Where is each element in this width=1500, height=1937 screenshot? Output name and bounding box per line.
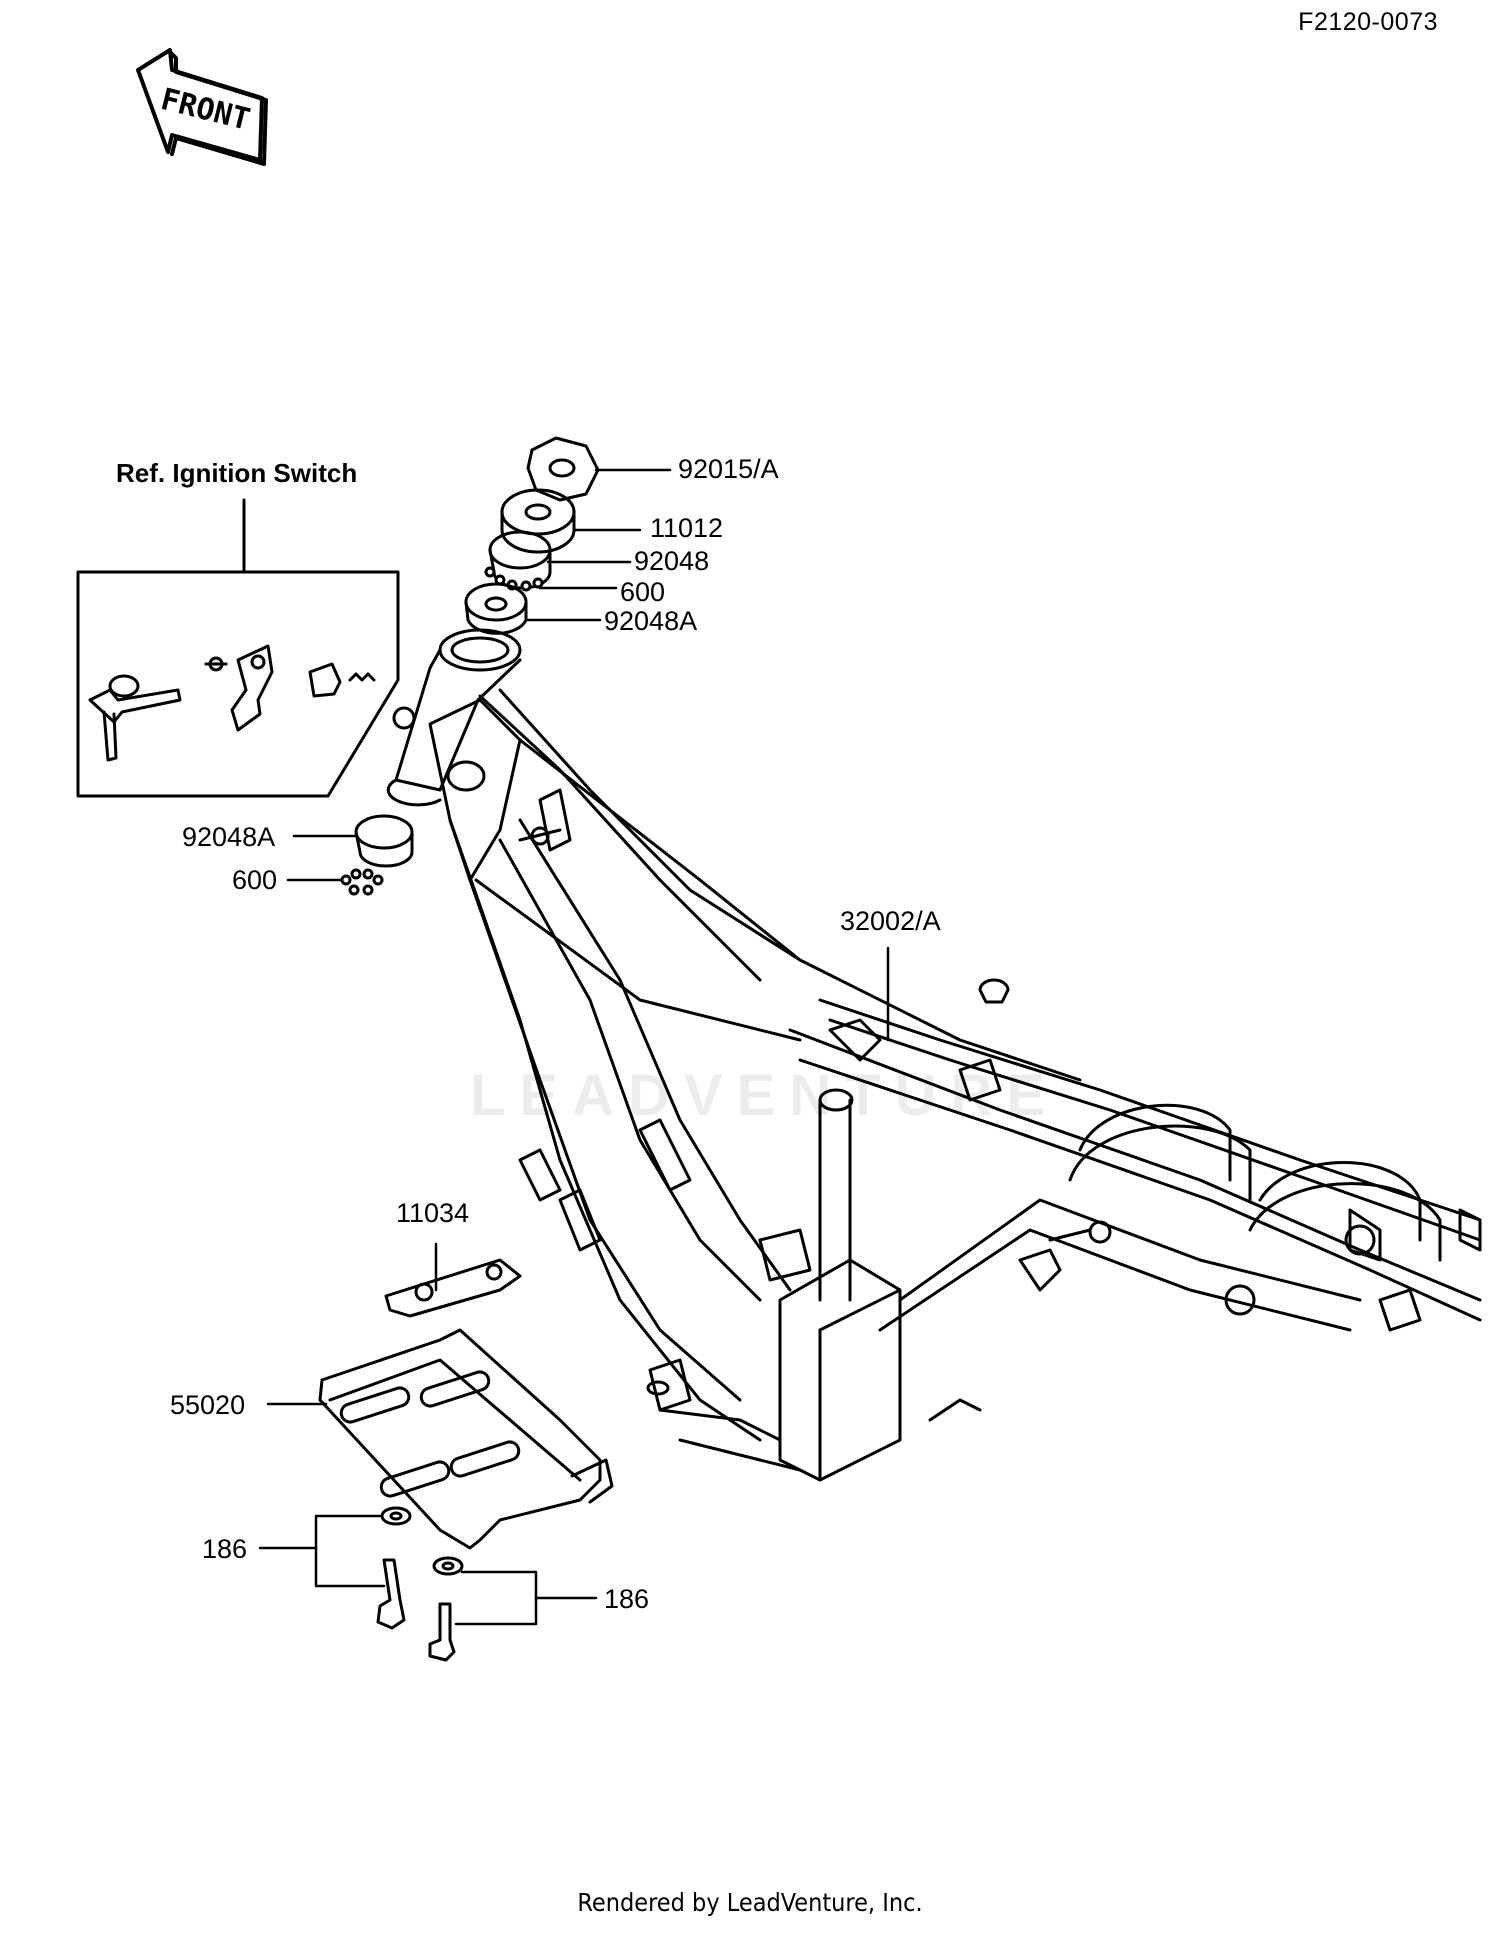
bracket-part [384, 1258, 522, 1318]
skid-plate-part [318, 1328, 614, 1550]
callout-186-left: 186 [202, 1534, 248, 1564]
leader-lines [258, 468, 890, 1626]
callout-92048a-low: 92048A [182, 822, 276, 852]
main-frame [386, 628, 1482, 1482]
callout-11034: 11034 [396, 1198, 470, 1228]
bolts-186 [376, 1506, 464, 1662]
ignition-switch-ref-box [76, 498, 400, 798]
watermark: LEADVENTURE [470, 1063, 1060, 1128]
callout-32002a: 32002/A [840, 906, 941, 936]
callout-11012: 11012 [650, 513, 724, 543]
callout-600-top: 600 [620, 577, 666, 607]
callout-186-right: 186 [604, 1584, 650, 1614]
footer-credit: Rendered by LeadVenture, Inc. [577, 1888, 923, 1917]
lower-bearing-parts [340, 814, 414, 896]
callout-92048a-top: 92048A [604, 606, 698, 636]
callout-92015a-top: 92015/A [678, 454, 779, 484]
front-arrow-icon: FRONT [136, 48, 268, 166]
diagram-code: F2120-0073 [1298, 8, 1438, 36]
steering-stem-parts [464, 436, 600, 635]
ref-ignition-switch-title: Ref. Ignition Switch [116, 458, 358, 488]
callout-92048: 92048 [634, 546, 710, 576]
callout-600-low: 600 [232, 865, 278, 895]
callout-55020: 55020 [170, 1390, 246, 1420]
